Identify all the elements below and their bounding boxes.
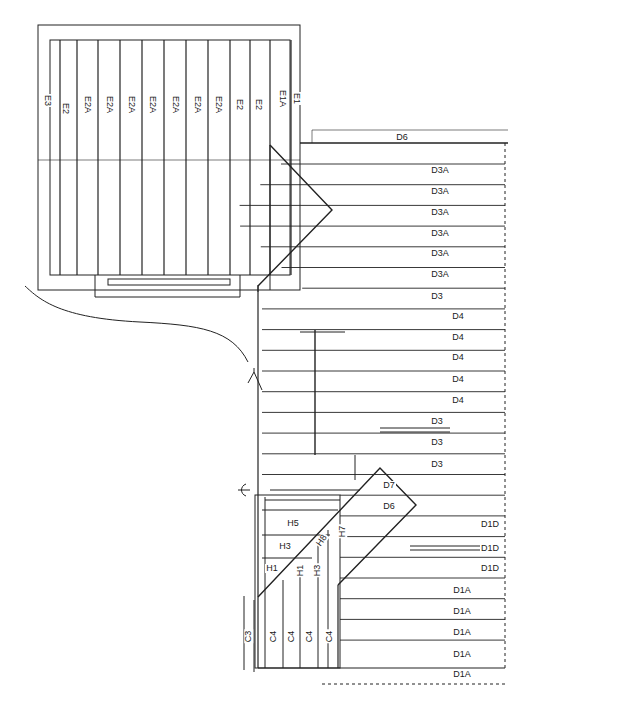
member-label: D4 (451, 353, 465, 362)
member-label: C4 (305, 629, 314, 643)
member-label: D1A (452, 586, 472, 595)
member-label: D3 (430, 460, 444, 469)
member-label: C4 (325, 629, 334, 643)
rafter-line (340, 598, 505, 599)
member-label: H1 (265, 564, 279, 573)
member-label: E1 (292, 91, 301, 104)
member-label: D3A (430, 208, 450, 217)
member-label: D4 (451, 312, 465, 321)
rafter-line (262, 453, 505, 454)
member-label: E2A (83, 94, 92, 113)
member-label: D1A (452, 670, 472, 679)
member-label: H7 (338, 524, 347, 538)
member-label: E2A (105, 94, 114, 113)
rafter-line (262, 371, 505, 372)
rafter-line (262, 474, 505, 475)
member-label: H1 (296, 563, 305, 577)
rafter-line (340, 495, 505, 496)
member-label: C4 (269, 629, 278, 643)
member-label: D3 (430, 438, 444, 447)
rafter-line (240, 226, 505, 227)
member-label: D1D (480, 520, 500, 529)
rafter-line (340, 536, 505, 537)
member-label: D3A (430, 249, 450, 258)
member-label: D4 (451, 375, 465, 384)
member-label: E2A (127, 94, 136, 113)
rafter-line (340, 515, 505, 516)
member-label: D3 (430, 417, 444, 426)
member-label: C3 (244, 629, 253, 643)
member-label: H3 (313, 563, 322, 577)
member-label: E2A (193, 94, 202, 113)
member-label: D1D (480, 564, 500, 573)
member-label: E2A (214, 94, 223, 113)
member-label: D1A (452, 607, 472, 616)
member-label: D7 (382, 481, 396, 490)
member-label: D1D (480, 544, 500, 553)
rafter-line (240, 205, 505, 206)
member-label: E2A (148, 94, 157, 113)
rafter-line (262, 433, 505, 434)
rafter-line (262, 308, 505, 309)
member-label: D6 (382, 502, 396, 511)
member-label: E3 (43, 93, 52, 106)
member-label: E2A (171, 94, 180, 113)
member-label: D4 (451, 333, 465, 342)
member-label: D1A (452, 650, 472, 659)
member-label: H3 (278, 542, 292, 551)
member-label: D3A (430, 270, 450, 279)
rafter-line (281, 164, 505, 165)
rafter-line (262, 412, 505, 413)
member-label: E2 (235, 97, 244, 110)
member-label: E2 (61, 101, 70, 114)
rafter-line (260, 184, 505, 185)
member-label: H5 (286, 519, 300, 528)
member-label: C4 (287, 629, 296, 643)
member-label: D6 (395, 133, 409, 142)
member-label: D3A (430, 229, 450, 238)
rafter-line (262, 350, 505, 351)
rafter-line (282, 267, 506, 268)
member-label: D3 (430, 292, 444, 301)
member-label: D3A (430, 166, 450, 175)
rafter-line (262, 391, 505, 392)
member-label: D3A (430, 187, 450, 196)
rafter-line (262, 329, 505, 330)
rafter-line (340, 619, 505, 620)
member-label: E1A (278, 88, 287, 107)
member-label: D1A (452, 628, 472, 637)
rafter-line (340, 578, 505, 579)
rafter-line (340, 640, 505, 641)
member-label: D4 (451, 396, 465, 405)
rafter-line (302, 288, 505, 289)
member-label: E2 (254, 97, 263, 110)
